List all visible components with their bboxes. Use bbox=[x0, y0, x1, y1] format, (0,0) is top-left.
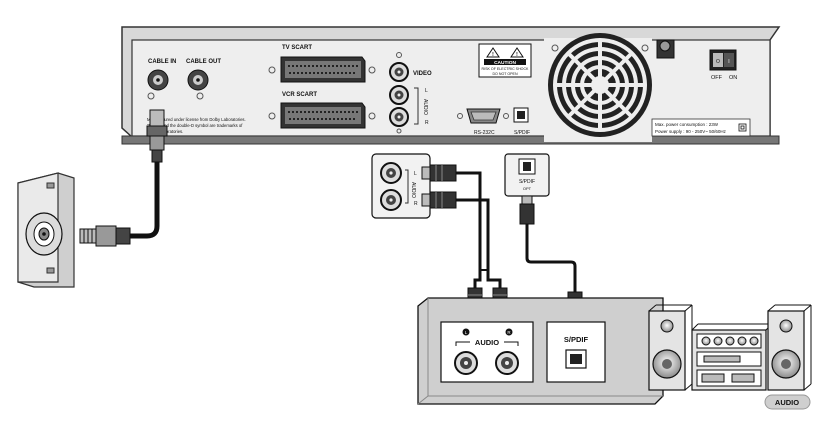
stereo-system-icon: AUDIO bbox=[648, 304, 812, 410]
amp-audio-r-rca-jack-icon bbox=[495, 351, 519, 375]
cable-in-coax-icon bbox=[147, 69, 169, 91]
tv-scart-label: TV SCART bbox=[282, 45, 312, 51]
inset-l-label: L bbox=[414, 171, 417, 177]
power-consumption-text: Max. power consumption : 23W bbox=[655, 122, 719, 127]
screw-icon bbox=[396, 128, 402, 134]
cable-in-label: CABLE IN bbox=[148, 59, 176, 65]
amp-audio-l-rca-jack-icon bbox=[454, 351, 478, 375]
power-supply-text: Power supply : 90 - 250V~ 50/60Hz bbox=[655, 129, 727, 134]
amp-l-label: L bbox=[465, 330, 468, 335]
audio-l-rca-jack-icon bbox=[389, 85, 409, 105]
caution-title: CAUTION bbox=[494, 60, 516, 66]
audio-bracket bbox=[414, 87, 419, 125]
vcr-scart-label: VCR SCART bbox=[282, 92, 317, 98]
power-rating-plate: Max. power consumption : 23W Power suppl… bbox=[651, 118, 751, 137]
warning-triangle-icon bbox=[510, 47, 524, 58]
switch-off-label: OFF bbox=[711, 75, 723, 81]
inset-spdif-panel: S/PDIF OPT bbox=[504, 153, 550, 197]
rs232c-db9-connector-icon bbox=[457, 108, 509, 124]
wall-antenna-socket-icon bbox=[17, 172, 75, 288]
caution-sub-1: RISK OF ELECTRIC SHOCK bbox=[482, 67, 530, 71]
stereo-speaker-icon bbox=[648, 304, 693, 391]
inset-spdif-sub-label: OPT bbox=[523, 186, 532, 191]
switch-on-label: ON bbox=[729, 75, 737, 81]
screw-icon bbox=[147, 92, 155, 100]
vcr-scart-connector-icon bbox=[268, 102, 376, 129]
svg-text:I: I bbox=[728, 59, 729, 65]
cable-out-coax-icon bbox=[187, 69, 209, 91]
power-switch-icon: O I bbox=[709, 49, 737, 71]
audio-vertical-label: AUDIO bbox=[422, 99, 428, 115]
spdif-panel-label: S/PDIF bbox=[514, 130, 530, 136]
stereo-audio-badge-text: AUDIO bbox=[775, 398, 799, 407]
video-rca-jack-icon bbox=[389, 62, 409, 82]
receiver-rear-panel: CABLE IN CABLE OUT Manufactured under li… bbox=[121, 26, 781, 145]
inset-audio-l-rca-jack-icon bbox=[380, 162, 402, 184]
caution-sub-2: DO NOT OPEN bbox=[492, 72, 517, 76]
amplifier-rear-panel: L R AUDIO S/PDIF bbox=[417, 297, 664, 405]
power-inlet-icon bbox=[656, 39, 675, 59]
cable-out-label: CABLE OUT bbox=[186, 59, 221, 65]
inset-audio-panel: L R AUDIO bbox=[371, 153, 431, 219]
stereo-speaker-icon bbox=[767, 304, 812, 391]
caution-sticker: ! ! CAUTION RISK OF ELECTRIC SHOCK DO NO… bbox=[478, 43, 532, 78]
video-label: VIDEO bbox=[413, 71, 432, 77]
amp-spdif-label: S/PDIF bbox=[564, 335, 589, 344]
amp-audio-label: AUDIO bbox=[475, 338, 499, 347]
audio-l-label: L bbox=[425, 88, 428, 94]
tv-scart-connector-icon bbox=[268, 56, 376, 83]
audio-r-label: R bbox=[425, 120, 429, 126]
rs232c-label: RS-232C bbox=[474, 130, 495, 136]
inset-spdif-label: S/PDIF bbox=[519, 179, 535, 185]
antenna-cable bbox=[79, 109, 168, 247]
spdif-optical-port-icon bbox=[513, 107, 529, 123]
inset-audio-r-rca-jack-icon bbox=[380, 189, 402, 211]
stereo-center-unit-icon bbox=[691, 323, 773, 391]
amp-spdif-optical-port-icon bbox=[565, 349, 587, 369]
inset-r-label: R bbox=[414, 201, 418, 207]
inset-audio-label: AUDIO bbox=[410, 182, 416, 198]
warning-triangle-icon bbox=[486, 47, 500, 58]
stereo-audio-badge bbox=[764, 394, 811, 410]
screw-icon bbox=[196, 92, 204, 100]
svg-text:!: ! bbox=[492, 52, 494, 58]
dolby-line-2: "Dolby" and the double-D symbol are trad… bbox=[147, 123, 243, 128]
svg-text:O: O bbox=[716, 59, 720, 65]
svg-text:!: ! bbox=[516, 52, 518, 58]
audio-r-rca-jack-icon bbox=[389, 107, 409, 127]
dolby-line-1: Manufactured under license from Dolby La… bbox=[147, 117, 246, 122]
amp-r-label: R bbox=[507, 330, 511, 335]
screw-icon bbox=[396, 52, 402, 58]
fan-grille-icon bbox=[544, 33, 652, 142]
